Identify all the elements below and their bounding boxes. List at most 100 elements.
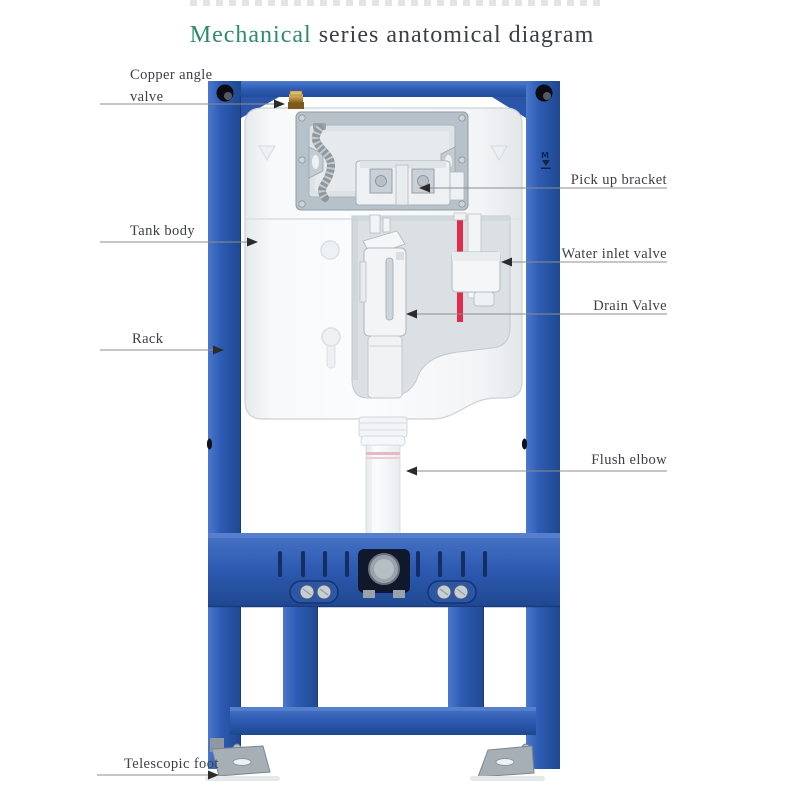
- outlet-hole-cap: [374, 559, 394, 579]
- tank-cutaway: [351, 212, 511, 399]
- mounting-frame: M: [206, 81, 560, 769]
- window-ear-left-hole: [312, 155, 319, 169]
- top-hole-right: [535, 84, 553, 102]
- label-tank-body: Tank body: [100, 223, 258, 247]
- label-copper-angle-valve-text-1: Copper angle: [130, 67, 213, 83]
- leg-hole-left: [206, 438, 213, 450]
- label-drain-valve-arrow: [406, 309, 417, 319]
- label-rack-arrow: [213, 345, 224, 355]
- tank-dimple-arrow-left: [258, 145, 276, 162]
- foot-right-slot: [495, 758, 515, 766]
- label-drain-valve: Drain Valve: [406, 298, 667, 319]
- page-title: Mechanical series anatomical diagram: [190, 22, 595, 48]
- brand-mark-glyph: M: [541, 151, 549, 160]
- telescopic-foot-left: [210, 738, 271, 777]
- frame-lower: [205, 533, 560, 781]
- drain-valve-part: [359, 214, 407, 399]
- lower-crossbar-highlight: [230, 707, 536, 711]
- brand-mark: M: [541, 151, 551, 169]
- brand-mark-underline: [541, 167, 551, 169]
- flush-pipe-highlight: [372, 446, 379, 537]
- inner-post-right: [448, 607, 484, 709]
- bracket-clip-left: [375, 175, 387, 187]
- brand-mark-arrow: [542, 160, 550, 166]
- label-telescopic-foot: Telescopic foot: [97, 756, 219, 780]
- recess-top-shadow: [352, 216, 510, 221]
- label-copper-arrow: [274, 99, 285, 109]
- drain-valve-slot: [385, 257, 394, 321]
- label-rack-text: Rack: [132, 331, 164, 347]
- lower-crossbar: [230, 707, 536, 735]
- label-pick-up-bracket-text: Pick up bracket: [571, 172, 667, 188]
- label-copper-angle-valve: Copper angle valve: [100, 67, 285, 109]
- window-screws: [298, 114, 466, 208]
- frame-leg-left: [208, 81, 241, 769]
- label-water-inlet-valve: Water inlet valve: [501, 246, 667, 267]
- bracket-side-step: [449, 171, 465, 201]
- callout-labels: Copper angle valve Tank body Rack Telesc…: [97, 67, 667, 780]
- water-inlet-valve-part: [451, 212, 501, 322]
- flush-pipe-band-2: [366, 457, 400, 459]
- top-hole-left-highlight: [224, 92, 232, 100]
- flush-pipe: [365, 444, 401, 539]
- outlet-tab-right: [393, 590, 405, 598]
- drain-valve-tube-2: [382, 217, 391, 233]
- label-flush-elbow: Flush elbow: [406, 452, 667, 476]
- bolt-plate-right: [427, 580, 477, 604]
- label-pick-up-bracket-arrow: [419, 183, 430, 193]
- label-flush-elbow-arrow: [406, 466, 417, 476]
- bolt-plate-left: [289, 580, 339, 604]
- copper-valve-base: [288, 102, 304, 109]
- flush-elbow-part: [358, 416, 408, 539]
- inner-post-left: [283, 607, 318, 709]
- top-hole-left: [216, 84, 234, 102]
- label-copper-angle-valve-text-2: valve: [130, 89, 163, 105]
- leg-hole-right: [521, 438, 528, 450]
- top-hole-right-highlight: [543, 92, 551, 100]
- label-tank-body-arrow: [247, 237, 258, 247]
- tank-assembly: [244, 90, 523, 539]
- page-title-highlight: Mechanical: [190, 22, 312, 48]
- label-tank-body-text: Tank body: [130, 223, 195, 239]
- flush-pipe-band-1: [366, 452, 400, 455]
- access-window: [295, 111, 469, 211]
- pick-up-bracket-part: [355, 160, 465, 206]
- copper-valve-body: [289, 94, 303, 103]
- copper-angle-valve-part: [288, 90, 304, 109]
- foot-right-shadow: [470, 776, 545, 781]
- bracket-center-post: [395, 164, 409, 206]
- drain-valve-body: [363, 247, 407, 337]
- drain-valve-lower-cylinder: [367, 335, 403, 399]
- label-drain-valve-text: Drain Valve: [593, 298, 667, 314]
- tank-dimple-2: [321, 327, 341, 347]
- label-telescopic-foot-text: Telescopic foot: [124, 756, 219, 772]
- inlet-valve-box-shade: [452, 252, 500, 261]
- mid-crossbar-highlight: [208, 533, 560, 538]
- drain-valve-button: [396, 252, 404, 260]
- inlet-rod-clip: [453, 212, 467, 221]
- bracket-top-lip: [360, 161, 446, 168]
- label-rack: Rack: [100, 331, 224, 355]
- foot-left-slot: [232, 758, 252, 766]
- drain-valve-tube-1: [369, 214, 381, 234]
- tank-dimple-arrow-right: [490, 145, 508, 162]
- label-water-inlet-valve-text: Water inlet valve: [562, 246, 667, 262]
- recess-left-shadow: [352, 216, 358, 380]
- label-telescopic-foot-arrow: [208, 770, 219, 780]
- frame-top-bar: [208, 81, 560, 97]
- label-flush-elbow-text: Flush elbow: [591, 452, 667, 468]
- inlet-valve-stub: [473, 291, 495, 307]
- page-title-rest: series anatomical diagram: [312, 22, 595, 48]
- inlet-hose: [311, 124, 335, 202]
- drain-valve-clip: [359, 261, 367, 303]
- crossbar-slots: [278, 551, 487, 577]
- tank-dimple-1: [320, 240, 340, 260]
- telescopic-foot-right: [477, 743, 535, 778]
- label-pick-up-bracket: Pick up bracket: [419, 172, 667, 193]
- frame-leg-right: [526, 81, 560, 769]
- flush-neck: [358, 416, 408, 438]
- copper-valve-cap: [289, 90, 303, 96]
- foot-left-shadow: [205, 776, 280, 781]
